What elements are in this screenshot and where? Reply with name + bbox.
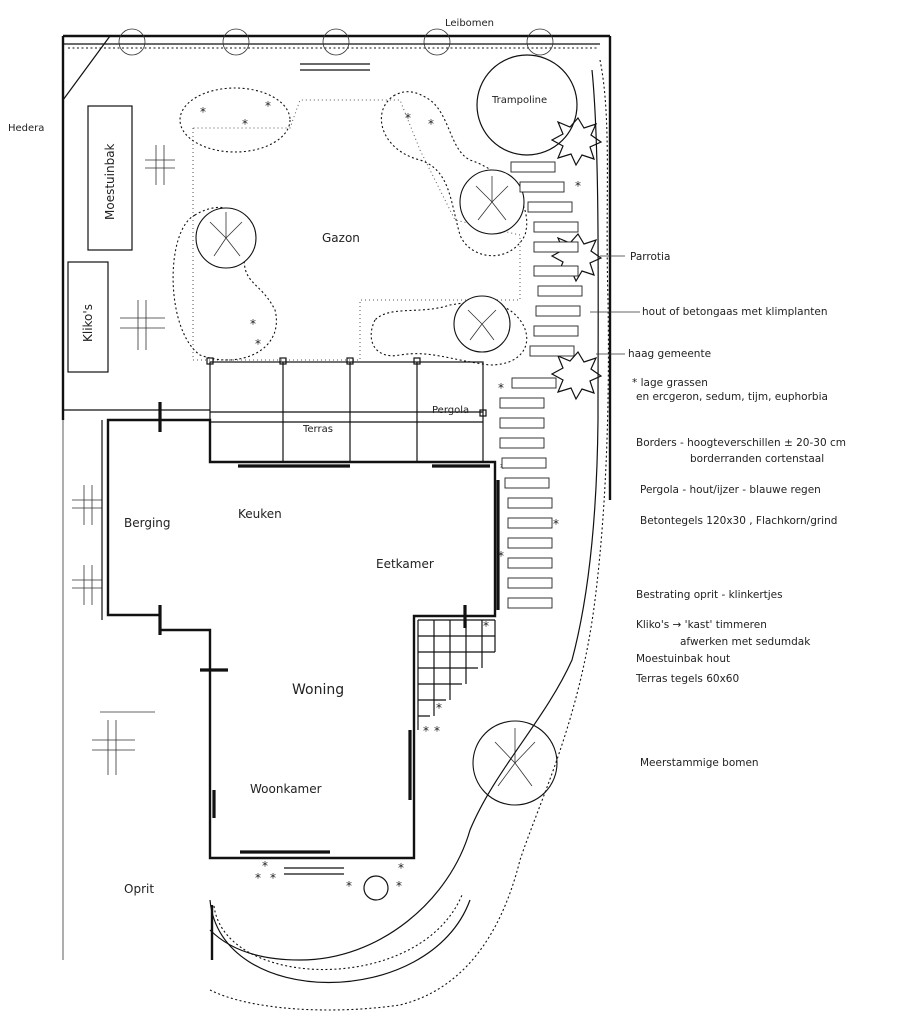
svg-text:*: * xyxy=(200,105,206,119)
tree-meerstammig xyxy=(472,720,558,806)
tree-bed-bottom-right xyxy=(453,295,511,353)
label-berging: Berging xyxy=(124,516,171,530)
svg-text:*: * xyxy=(498,381,504,395)
note-borders: Borders - hoogteverschillen ± 20-30 cm xyxy=(636,437,846,449)
svg-text:*: * xyxy=(255,871,261,885)
svg-text:*: * xyxy=(553,517,559,531)
label-keuken: Keuken xyxy=(238,507,282,521)
label-klikos: Kliko's xyxy=(81,304,95,342)
property-boundary xyxy=(61,34,612,960)
label-moestuinbak: Moestuinbak xyxy=(103,143,117,220)
entrance-details xyxy=(284,867,389,901)
svg-text:*: * xyxy=(423,724,429,738)
label-gazon: Gazon xyxy=(322,231,360,245)
border-bed-left xyxy=(172,206,277,361)
note-terras: Terras tegels 60x60 xyxy=(635,673,739,685)
note-betontegels: Betontegels 120x30 , Flachkorn/grind xyxy=(640,515,837,527)
svg-text:*: * xyxy=(270,871,276,885)
betontegels-path xyxy=(499,161,583,609)
note-meerstammig: Meerstammige bomen xyxy=(640,757,759,769)
label-oprit: Oprit xyxy=(124,882,154,896)
label-hedera: Hedera xyxy=(8,123,44,134)
label-eetkamer: Eetkamer xyxy=(376,557,434,571)
tree-gazon-right xyxy=(459,169,525,235)
label-leibomen: Leibomen xyxy=(445,18,494,29)
callout-hout-betongaas: hout of betongaas met klimplanten xyxy=(642,306,828,318)
svg-text:*: * xyxy=(575,179,581,193)
callout-grassen-1: * lage grassen xyxy=(632,377,708,389)
label-terras: Terras xyxy=(302,424,333,435)
svg-text:*: * xyxy=(396,879,402,893)
callout-grassen-2: en ercgeron, sedum, tijm, euphorbia xyxy=(636,391,828,403)
note-sedumdak: afwerken met sedumdak xyxy=(680,636,811,648)
low-grass-markers: *** ** ** *** *** *** *** *** xyxy=(200,99,581,893)
svg-text:*: * xyxy=(436,701,442,715)
note-moestuinbak: Moestuinbak hout xyxy=(636,653,730,665)
svg-text:*: * xyxy=(250,317,256,331)
plan-labels: Leibomen Hedera Trampoline Moestuinbak K… xyxy=(8,18,547,896)
plant-callouts: Parrotia hout of betongaas met klimplant… xyxy=(628,251,828,403)
border-bed-bottom-right xyxy=(370,301,528,366)
label-pergola: Pergola xyxy=(432,405,469,416)
house-outline xyxy=(101,402,500,860)
svg-text:*: * xyxy=(265,99,271,113)
leibomen-row xyxy=(118,28,554,71)
note-borderranden: borderranden cortenstaal xyxy=(690,453,824,465)
svg-text:*: * xyxy=(428,117,434,131)
svg-text:*: * xyxy=(346,879,352,893)
border-bed-top-left xyxy=(179,87,291,153)
haag-gemeente xyxy=(209,59,609,1011)
plant-cross-markers xyxy=(72,145,175,775)
note-bestrating: Bestrating oprit - klinkertjes xyxy=(636,589,783,601)
note-pergola: Pergola - hout/ijzer - blauwe regen xyxy=(640,484,821,496)
svg-text:*: * xyxy=(398,861,404,875)
svg-text:*: * xyxy=(405,111,411,125)
svg-text:*: * xyxy=(242,117,248,131)
label-woning: Woning xyxy=(292,682,344,698)
trampoline xyxy=(476,54,578,156)
svg-text:*: * xyxy=(262,859,268,873)
oprit-border xyxy=(209,894,471,983)
svg-text:*: * xyxy=(434,724,440,738)
note-klikos: Kliko's → 'kast' timmeren xyxy=(636,619,767,631)
svg-text:*: * xyxy=(498,549,504,563)
parrotia-shrubs xyxy=(550,116,603,401)
design-notes: Borders - hoogteverschillen ± 20-30 cm b… xyxy=(635,437,846,769)
callout-parrotia: Parrotia xyxy=(630,251,670,263)
label-woonkamer: Woonkamer xyxy=(250,782,322,796)
svg-text:*: * xyxy=(483,619,489,633)
terras-tiles-grid xyxy=(417,619,496,730)
klikos xyxy=(67,261,109,373)
callout-haag: haag gemeente xyxy=(628,348,711,360)
tree-gazon-left xyxy=(195,207,257,269)
callout-lines xyxy=(590,255,640,355)
svg-text:*: * xyxy=(255,337,261,351)
moestuinbak xyxy=(87,105,133,251)
label-trampoline: Trampoline xyxy=(491,95,547,106)
